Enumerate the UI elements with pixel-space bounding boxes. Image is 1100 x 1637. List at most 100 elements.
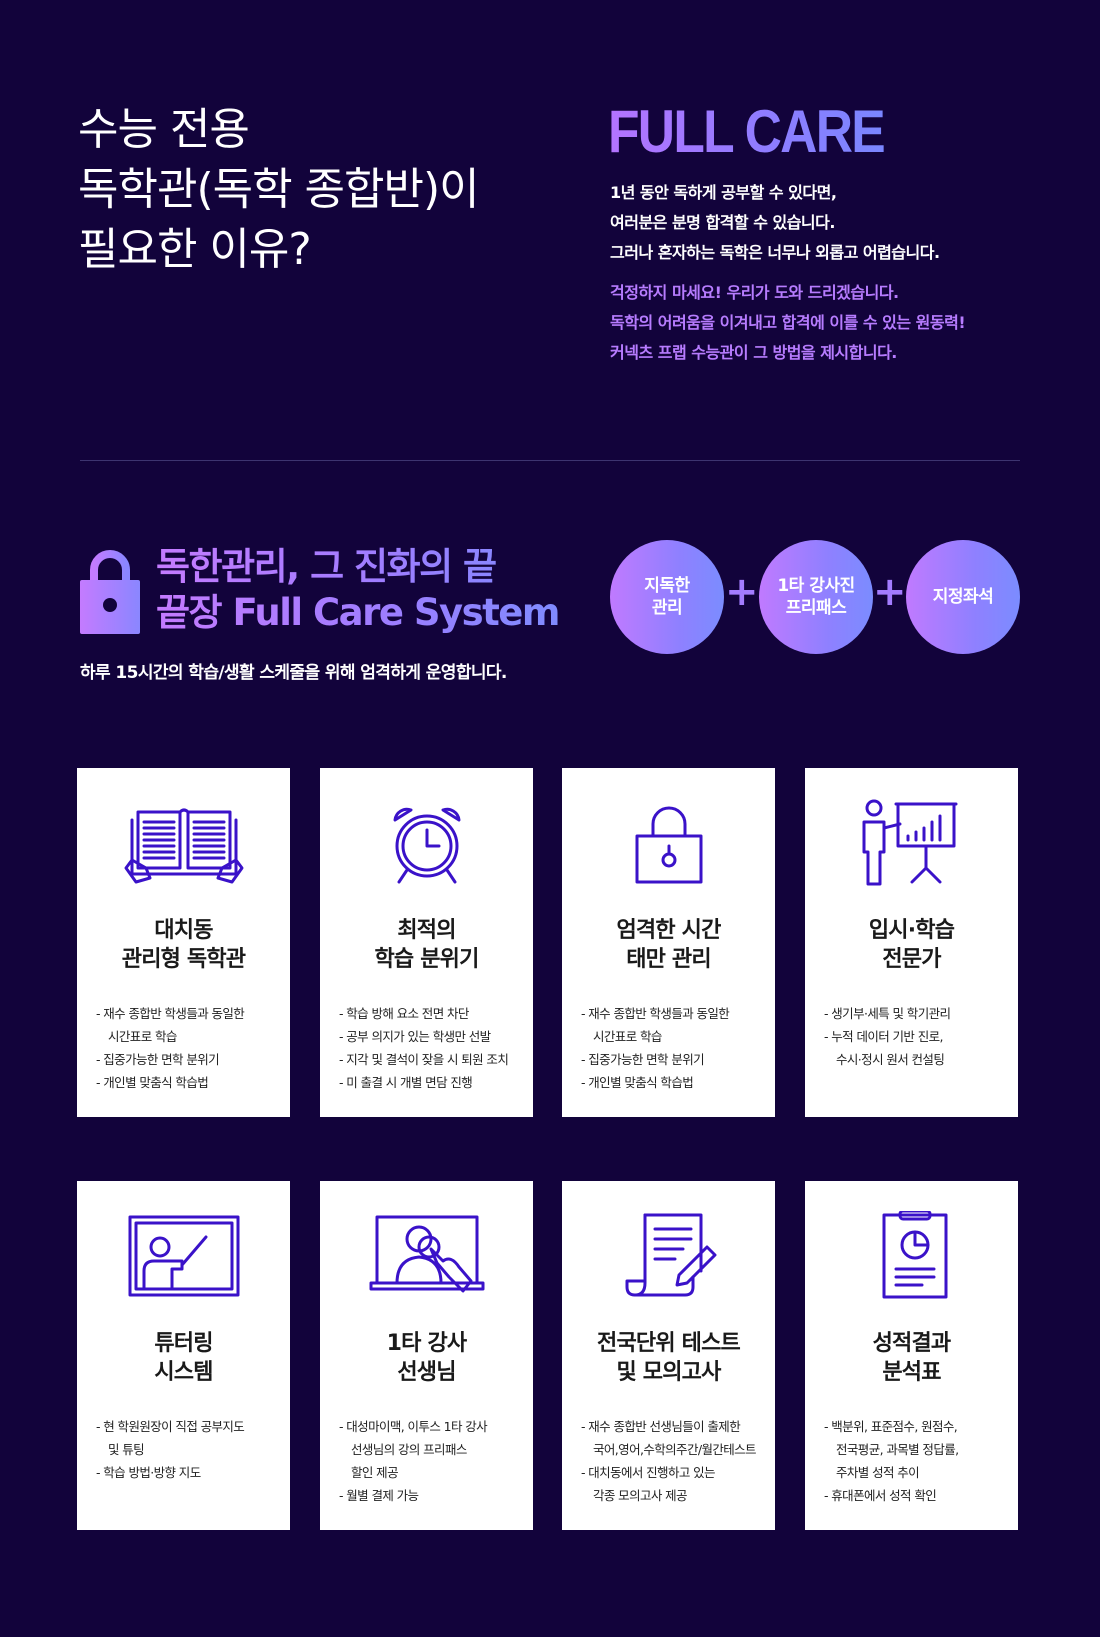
hero-title: 수능 전용 독학관(독학 종합반)이 필요한 이유?: [78, 100, 598, 280]
list-item: 주차별 성적 추이: [824, 1461, 1010, 1484]
circle-label: 지정좌석: [932, 587, 994, 607]
list-item: 국어,영어,수학의주간/월간테스트: [581, 1438, 767, 1461]
card-title-line: 최적의: [397, 918, 456, 943]
card-title: 전국단위 테스트 및 모의고사: [562, 1329, 775, 1387]
list-item-cont: 시간표로 학습: [108, 1029, 177, 1044]
list-item: - 공부 의지가 있는 학생만 선발: [339, 1029, 491, 1044]
list-item: - 학습 방법·방향 지도: [96, 1465, 201, 1480]
card-title-line: 엄격한 시간: [616, 918, 721, 943]
list-item: - 생기부·세특 및 학기관리: [824, 1006, 951, 1021]
card-title-line: 튜터링: [154, 1331, 213, 1356]
list-item: - 미 출결 시 개별 면담 진행: [339, 1075, 473, 1090]
list-item: - 학습 방해 요소 전면 차단: [339, 1006, 469, 1021]
system-title-line: 끝장 Full Care System: [156, 591, 559, 634]
system-title-line: 독한관리, 그 진화의 끝: [156, 545, 496, 588]
list-item: - 대성마이맥, 이투스 1타 강사: [339, 1419, 488, 1434]
intro-line: 여러분은 분명 합격할 수 있습니다.: [610, 213, 835, 232]
card-title-line: 전국단위 테스트: [597, 1331, 741, 1356]
list-item-cont: 각종 모의고사 제공: [593, 1488, 688, 1503]
list-item-cont: 국어,영어,수학의주간/월간테스트: [593, 1442, 757, 1457]
card-list: - 재수 종합반 학생들과 동일한 시간표로 학습 - 집중가능한 면학 분위기…: [581, 1002, 767, 1094]
card-title-line: 학습 분위기: [374, 947, 479, 972]
list-item: - 월별 결제 가능: [339, 1488, 419, 1503]
feature-circle-seat: 지정좌석: [906, 540, 1020, 654]
list-item-cont: 선생님의 강의 프리패스: [351, 1442, 467, 1457]
list-item: - 재수 종합반 학생들과 동일한: [96, 1006, 245, 1021]
alarm-clock-icon: [393, 807, 460, 884]
card-list: - 재수 종합반 학생들과 동일한 시간표로 학습 - 집중가능한 면학 분위기…: [96, 1002, 282, 1094]
list-item: - 집중가능한 면학 분위기: [581, 1052, 705, 1067]
list-item: 시간표로 학습: [581, 1025, 767, 1048]
list-item: - 대치동에서 진행하고 있는: [581, 1465, 716, 1480]
accent-line: 독학의 어려움을 이겨내고 합격에 이를 수 있는 원동력!: [610, 313, 966, 332]
hero-title-line: 수능 전용: [78, 104, 250, 155]
open-book-icon: [124, 808, 243, 884]
list-item: - 현 학원원장이 직접 공부지도: [96, 1419, 245, 1434]
card-list: - 학습 방해 요소 전면 차단 - 공부 의지가 있는 학생만 선발 - 지각…: [339, 1002, 525, 1094]
list-item: 전국평균, 과목별 정답률,: [824, 1438, 1010, 1461]
card-title-line: 시스템: [154, 1360, 213, 1385]
card-title-line: 태만 관리: [626, 947, 711, 972]
accent-line: 커넥츠 프랩 수능관이 그 방법을 제시합니다.: [610, 343, 897, 362]
feature-card: 1타 강사 선생님 - 대성마이맥, 이투스 1타 강사 선생님의 강의 프리패…: [320, 1181, 533, 1530]
feature-circle-freepass: 1타 강사진 프리패스: [759, 540, 873, 654]
feature-circle-management: 지독한 관리: [610, 540, 724, 654]
list-item: - 백분위, 표준점수, 원점수,: [824, 1419, 958, 1434]
circle-label: 1타 강사진: [777, 576, 855, 596]
card-list: - 백분위, 표준점수, 원점수, 전국평균, 과목별 정답률, 주차별 성적 …: [824, 1415, 1010, 1507]
intro-line: 1년 동안 독하게 공부할 수 있다면,: [610, 183, 837, 202]
feature-card: 튜터링 시스템 - 현 학원원장이 직접 공부지도 및 튜팅 - 학습 방법·방…: [77, 1181, 290, 1530]
list-item-cont: 할인 제공: [351, 1465, 399, 1480]
report-clipboard-icon: [882, 1211, 947, 1299]
card-title-line: 선생님: [397, 1360, 456, 1385]
list-item-cont: 시간표로 학습: [593, 1029, 662, 1044]
blackboard-teacher-icon: [128, 1215, 239, 1297]
list-item: - 집중가능한 면학 분위기: [96, 1052, 220, 1067]
list-item-cont: 전국평균, 과목별 정답률,: [836, 1442, 959, 1457]
presentation-icon: [862, 799, 957, 886]
card-title: 1타 강사 선생님: [320, 1329, 533, 1387]
feature-card: 엄격한 시간 태만 관리 - 재수 종합반 학생들과 동일한 시간표로 학습 -…: [562, 768, 775, 1117]
accent-text: 걱정하지 마세요! 우리가 도와 드리겠습니다. 독학의 어려움을 이겨내고 합…: [610, 278, 1080, 368]
list-item-cont: 주차별 성적 추이: [836, 1465, 920, 1480]
card-title: 입시·학습 전문가: [805, 916, 1018, 974]
card-list: - 대성마이맥, 이투스 1타 강사 선생님의 강의 프리패스 할인 제공 - …: [339, 1415, 525, 1507]
card-title-line: 관리형 독학관: [121, 947, 246, 972]
list-item: - 휴대폰에서 성적 확인: [824, 1488, 937, 1503]
section-divider: [80, 460, 1020, 461]
intro-line: 그러나 혼자하는 독학은 너무나 외롭고 어렵습니다.: [610, 243, 940, 262]
card-title: 최적의 학습 분위기: [320, 916, 533, 974]
list-item: - 지각 및 결석이 잦을 시 퇴원 조치: [339, 1052, 509, 1067]
plus-sign: +: [725, 569, 759, 615]
card-title: 대치동 관리형 독학관: [77, 916, 290, 974]
test-paper-icon: [625, 1213, 716, 1297]
circle-label: 지독한: [644, 576, 690, 596]
feature-card: 성적결과 분석표 - 백분위, 표준점수, 원점수, 전국평균, 과목별 정답률…: [805, 1181, 1018, 1530]
list-item: 각종 모의고사 제공: [581, 1484, 767, 1507]
hero-title-line: 독학관(독학 종합반)이: [78, 164, 480, 215]
card-title-line: 대치동: [154, 918, 213, 943]
list-item-cont: 및 튜팅: [108, 1442, 145, 1457]
card-title-line: 입시·학습: [868, 918, 955, 943]
circle-label: 프리패스: [785, 598, 847, 618]
card-title-line: 성적결과: [872, 1331, 952, 1356]
card-title: 튜터링 시스템: [77, 1329, 290, 1387]
card-title: 엄격한 시간 태만 관리: [562, 916, 775, 974]
card-title-line: 1타 강사: [386, 1331, 467, 1356]
intro-text: 1년 동안 독하게 공부할 수 있다면, 여러분은 분명 합격할 수 있습니다.…: [610, 178, 1080, 268]
online-lecture-icon: [369, 1215, 484, 1293]
card-title: 성적결과 분석표: [805, 1329, 1018, 1387]
list-item: 수시·정시 원서 컨설팅: [824, 1048, 1010, 1071]
accent-line: 걱정하지 마세요! 우리가 도와 드리겠습니다.: [610, 283, 899, 302]
card-list: - 재수 종합반 선생님들이 출제한 국어,영어,수학의주간/월간테스트 - 대…: [581, 1415, 767, 1507]
list-item: - 재수 종합반 학생들과 동일한: [581, 1006, 730, 1021]
list-item: - 개인별 맞춤식 학습법: [96, 1075, 209, 1090]
feature-card: 최적의 학습 분위기 - 학습 방해 요소 전면 차단 - 공부 의지가 있는 …: [320, 768, 533, 1117]
list-item: - 누적 데이터 기반 진로,: [824, 1029, 943, 1044]
list-item: 시간표로 학습: [96, 1025, 282, 1048]
list-item: - 재수 종합반 선생님들이 출제한: [581, 1419, 741, 1434]
padlock-icon: [635, 806, 702, 884]
list-item-cont: 수시·정시 원서 컨설팅: [836, 1052, 945, 1067]
system-title: 독한관리, 그 진화의 끝 끝장 Full Care System: [156, 544, 559, 636]
list-item: 할인 제공: [339, 1461, 525, 1484]
